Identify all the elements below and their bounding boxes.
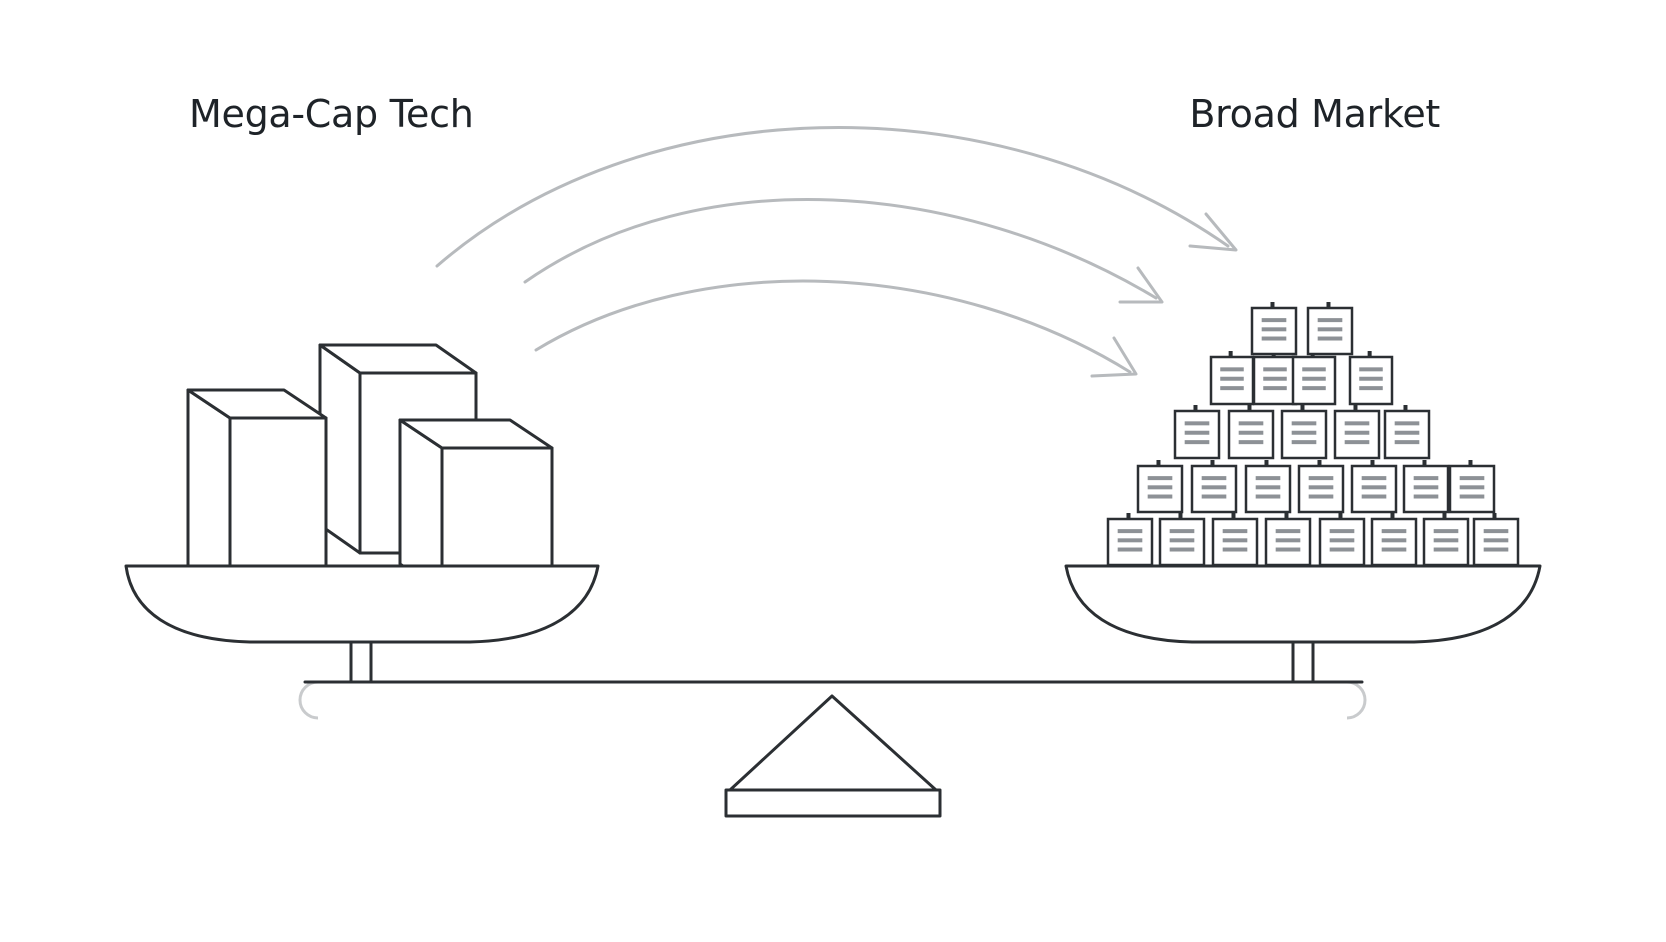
left-pan-post (349, 638, 373, 684)
small-document-box-icon (1211, 513, 1259, 567)
small-document-box-icon (1350, 460, 1398, 514)
small-document-box-icon (1158, 513, 1206, 567)
small-document-box-icon (1306, 302, 1354, 356)
small-document-box-icon (1297, 460, 1345, 514)
small-document-box-icon (1227, 405, 1275, 460)
small-document-box-icon (1280, 405, 1328, 460)
small-document-box-icon (1370, 513, 1418, 567)
mega-cap-tech-label: Mega-Cap Tech (189, 92, 474, 136)
small-document-box-icon (1472, 513, 1520, 567)
small-document-box-icon (1252, 351, 1298, 406)
small-document-box-icon (1244, 460, 1292, 514)
right-pan-post (1291, 638, 1315, 684)
broad-market-label: Broad Market (1189, 92, 1440, 136)
curved-arrow-icon (523, 198, 1164, 304)
left-pan (124, 564, 600, 644)
broad-market-stack (1106, 302, 1520, 567)
small-document-box-icon (1318, 513, 1366, 567)
balance-scale (124, 564, 1542, 818)
small-document-box-icon (1209, 351, 1255, 406)
small-document-box-icon (1402, 460, 1450, 514)
small-document-box-icon (1448, 460, 1496, 514)
small-document-box-icon (1333, 405, 1381, 460)
small-document-box-icon (1190, 460, 1238, 514)
small-document-box-icon (1250, 302, 1298, 356)
large-cube-icon (186, 388, 328, 596)
small-document-box-icon (1106, 513, 1154, 567)
small-document-box-icon (1136, 460, 1184, 514)
mega-cap-blocks (186, 343, 554, 596)
triangle-fulcrum-icon (724, 694, 942, 818)
curved-arrow-icon (435, 126, 1238, 268)
small-document-box-icon (1173, 405, 1221, 460)
small-document-box-icon (1348, 351, 1394, 406)
small-document-box-icon (1291, 351, 1337, 406)
small-document-box-icon (1264, 513, 1312, 567)
small-document-box-icon (1383, 405, 1431, 460)
small-document-box-icon (1422, 513, 1470, 567)
curved-arrow-icon (534, 279, 1138, 378)
right-pan (1064, 564, 1542, 644)
flow-arrows (435, 126, 1238, 378)
